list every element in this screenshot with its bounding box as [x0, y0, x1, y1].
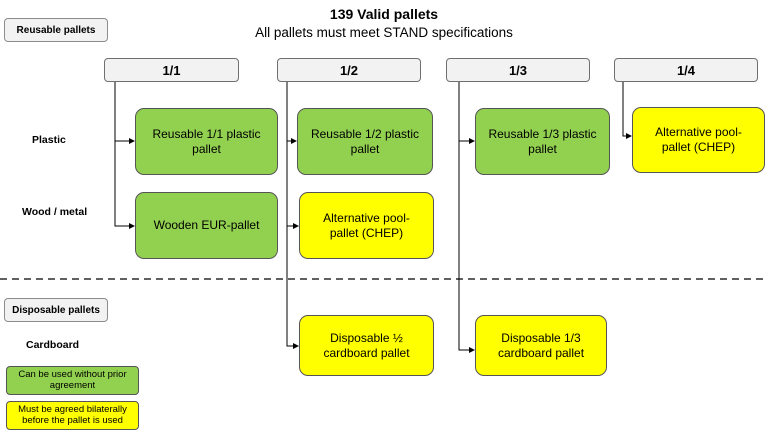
column-header-1-2: 1/2 — [277, 58, 421, 82]
connector-wooden-eur — [114, 82, 135, 229]
column-header-1-3: 1/3 — [446, 58, 590, 82]
card-disposable-half: Disposable ½ cardboard pallet — [299, 315, 434, 376]
card-reusable-1-1-plastic: Reusable 1/1 plastic pallet — [135, 108, 278, 175]
row-label-plastic: Plastic — [32, 134, 66, 146]
legend-yellow: Must be agreed bilaterally before the pa… — [6, 401, 139, 430]
connector-disposable-third — [458, 82, 475, 353]
row-label-wood-metal: Wood / metal — [22, 206, 88, 218]
card-alt-pool-1-2: Alternative pool-pallet (CHEP) — [299, 192, 434, 259]
page-subtitle: All pallets must meet STAND specificatio… — [255, 25, 513, 40]
column-header-1-4: 1/4 — [614, 58, 758, 82]
section-label-reusable: Reusable pallets — [4, 18, 108, 42]
connector-disposable-half — [286, 82, 299, 349]
card-disposable-third: Disposable 1/3 cardboard pallet — [475, 315, 607, 376]
card-reusable-1-2-plastic: Reusable 1/2 plastic pallet — [297, 108, 433, 175]
row-label-cardboard: Cardboard — [26, 339, 80, 351]
card-wooden-eur: Wooden EUR-pallet — [135, 192, 278, 259]
connector-alt-pool-1-4 — [622, 82, 632, 139]
section-label-disposable: Disposable pallets — [4, 298, 108, 322]
card-alt-pool-1-4: Alternative pool-pallet (CHEP) — [632, 107, 765, 173]
card-reusable-1-3-plastic: Reusable 1/3 plastic pallet — [475, 108, 610, 175]
page-title: 139 Valid pallets — [329, 6, 439, 22]
legend-green: Can be used without prior agreement — [6, 366, 139, 395]
column-header-1-1: 1/1 — [104, 58, 239, 82]
